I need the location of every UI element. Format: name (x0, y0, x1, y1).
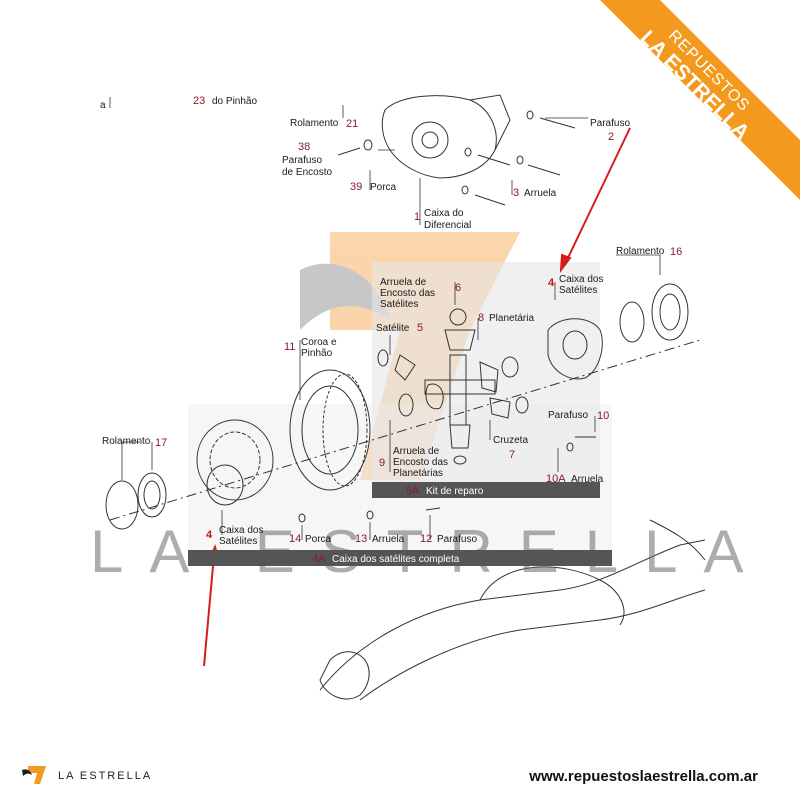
label-16-text: Rolamento (616, 246, 665, 257)
label-5a-num: 5A (406, 485, 420, 497)
label-38-text2: de Encosto (282, 167, 332, 178)
website-link[interactable]: www.repuestoslaestrella.com.ar (529, 768, 758, 785)
assembly-complete-bar (188, 550, 612, 566)
label-6-num: 6 (455, 282, 461, 294)
label-1-num: 1 (414, 211, 420, 223)
label-11-text2: Pinhão (301, 348, 333, 359)
small-hardware (298, 436, 596, 523)
carrier-case-bottom (196, 419, 274, 506)
differential-case-part (381, 94, 511, 179)
label-7-text: Cruzeta (493, 435, 528, 446)
label-23-num: 23 (193, 95, 205, 107)
label-9-num: 9 (379, 457, 385, 469)
kit-repair-bar (372, 482, 600, 498)
leader-lines (121, 105, 661, 540)
brand-logo-icon (22, 766, 46, 784)
label-12-text: Parafuso (437, 534, 477, 545)
label-6-text1: Arruela de (380, 277, 427, 288)
label-4a-num: 4A (312, 553, 326, 565)
label-3-num: 3 (513, 187, 519, 199)
bearing-16 (619, 283, 689, 343)
label-11-text1: Coroa e (301, 337, 337, 348)
label-14-num: 14 (289, 533, 301, 545)
label-4-bottom-text2: Satélites (219, 536, 257, 547)
label-39-text: Porca (370, 182, 397, 193)
label-12-num: 12 (420, 533, 432, 545)
label-10a-num: 10A (546, 473, 566, 485)
label-14-text: Porca (305, 534, 332, 545)
label-11-num: 11 (284, 341, 295, 353)
label-39-num: 39 (350, 181, 362, 193)
label-4-top-text1: Caixa dos (559, 274, 603, 285)
label-1-text1: Caixa do (424, 208, 464, 219)
label-9-text2: Encosto das (393, 457, 448, 468)
label-2-num: 2 (608, 131, 614, 143)
label-4-bottom-text1: Caixa dos (219, 525, 263, 536)
label-38-num: 38 (298, 141, 310, 153)
label-6-text2: Encosto das (380, 288, 435, 299)
label-17-num: 17 (155, 437, 167, 449)
label-21-num: 21 (346, 118, 358, 130)
label-5-num: 5 (417, 322, 423, 334)
label-5a-text: Kit de reparo (426, 486, 484, 497)
bearing-17 (105, 472, 167, 530)
label-38-text1: Parafuso (282, 155, 322, 166)
label-13-num: 13 (355, 533, 367, 545)
label-4-top-num: 4 (548, 277, 555, 289)
label-7-num: 7 (509, 449, 515, 461)
label-17-text: Rolamento (102, 436, 151, 447)
label-4a-text: Caixa dos satélites completa (332, 554, 460, 565)
label-10-num: 10 (597, 410, 609, 422)
label-16-num: 16 (670, 246, 682, 258)
ring-gear-part (289, 369, 371, 491)
label-21-text: Rolamento (290, 118, 339, 129)
bolts-upper (337, 110, 576, 206)
label-8-num: 8 (478, 312, 484, 324)
label-9-text3: Planetárias (393, 468, 443, 479)
label-13-text: Arruela (372, 534, 405, 545)
corner-ribbon: REPUESTOS LA ESTRELLA (570, 0, 800, 230)
label-3-text: Arruela (524, 188, 557, 199)
axle-housing (319, 519, 706, 701)
label-10-text: Parafuso (548, 410, 588, 421)
label-23-text: do Pinhão (212, 96, 257, 107)
label-6-text3: Satélites (380, 299, 418, 310)
label-10a-text: Arruela (571, 474, 604, 485)
label-4-top-text2: Satélites (559, 285, 597, 296)
label-4-bottom-num: 4 (206, 529, 213, 541)
stray-label: a (100, 100, 106, 111)
label-2-text: Parafuso (590, 118, 630, 129)
spider-gear-set (377, 308, 529, 465)
label-8-text: Planetária (489, 313, 534, 324)
label-5-text: Satélite (376, 323, 410, 334)
label-1-text2: Diferencial (424, 220, 471, 231)
label-9-text1: Arruela de (393, 446, 440, 457)
footer-brand-name: LA ESTRELLA (58, 770, 153, 782)
carrier-case-top (547, 318, 603, 380)
